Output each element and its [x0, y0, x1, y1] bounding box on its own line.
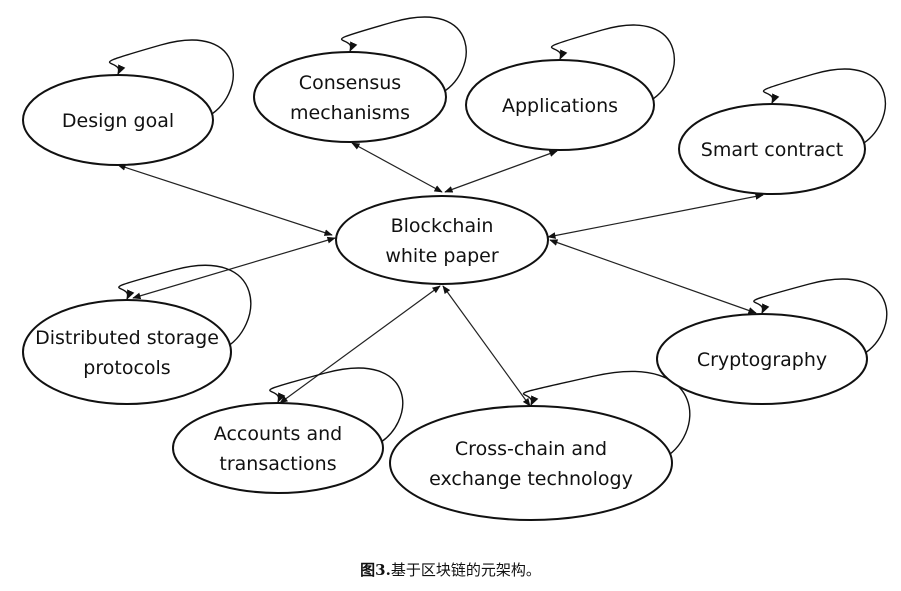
edge-blockchain-consensus	[351, 142, 443, 193]
node-label: Blockchain	[391, 215, 494, 237]
caption-prefix: 图3.	[360, 561, 391, 579]
node-distributed-storage: Distributed storage protocols	[22, 299, 232, 405]
node-label: Accounts and	[214, 423, 342, 445]
node-ellipse	[253, 51, 447, 143]
caption-text: 基于区块链的元架构。	[390, 561, 541, 579]
node-label: Distributed storage	[35, 327, 219, 349]
node-smart-contract: Smart contract	[678, 103, 866, 195]
edge-blockchain-cross-chain	[442, 285, 531, 407]
edge-blockchain-distributed-storage	[132, 236, 336, 300]
node-label: exchange technology	[429, 468, 633, 490]
node-label: white paper	[385, 245, 498, 267]
node-label: transactions	[219, 453, 336, 475]
node-label: Design goal	[62, 110, 174, 132]
edges	[117, 142, 764, 407]
node-accounts: Accounts and transactions	[172, 402, 384, 494]
node-label: Applications	[502, 95, 618, 117]
node-label: Smart contract	[701, 139, 843, 161]
self-loop-cryptography	[753, 278, 888, 358]
node-ellipse	[465, 59, 655, 151]
node-ellipse	[22, 299, 232, 405]
node-design-goal: Design goal	[22, 74, 214, 166]
self-loop-accounts	[269, 367, 404, 447]
self-loop-applications	[550, 24, 675, 104]
self-loop-design-goal	[108, 39, 234, 119]
self-loop-distributed-storage	[118, 264, 252, 351]
node-label: mechanisms	[290, 102, 410, 124]
node-ellipse	[22, 74, 214, 166]
nodes: Design goal Consensus mechanisms Applicatio…	[22, 51, 868, 521]
node-cryptography: Cryptography	[656, 313, 868, 405]
self-loop-smart-contract	[762, 68, 887, 148]
figure-caption: 图3.基于区块链的元架构。	[0, 559, 901, 580]
node-ellipse	[656, 313, 868, 405]
edge-blockchain-cryptography	[549, 239, 757, 314]
edge-blockchain-applications	[444, 150, 558, 193]
node-consensus: Consensus mechanisms	[253, 51, 447, 143]
node-label: Cryptography	[697, 349, 827, 371]
node-label: Cross-chain and	[455, 438, 607, 460]
edge-blockchain-design-goal	[117, 164, 333, 236]
node-label: Consensus	[299, 72, 401, 94]
node-ellipse	[678, 103, 866, 195]
node-ellipse	[172, 402, 384, 494]
node-label: protocols	[83, 357, 170, 379]
self-loop-consensus	[340, 16, 467, 96]
edge-blockchain-accounts	[279, 285, 441, 404]
self-loop-cross-chain	[522, 370, 691, 461]
node-ellipse	[335, 195, 549, 285]
node-ellipse	[389, 405, 673, 521]
node-blockchain: Blockchain white paper	[335, 195, 549, 285]
node-applications: Applications	[465, 59, 655, 151]
edge-blockchain-smart-contract	[547, 193, 764, 239]
self-loops	[108, 16, 888, 461]
node-cross-chain: Cross-chain and exchange technology	[389, 405, 673, 521]
